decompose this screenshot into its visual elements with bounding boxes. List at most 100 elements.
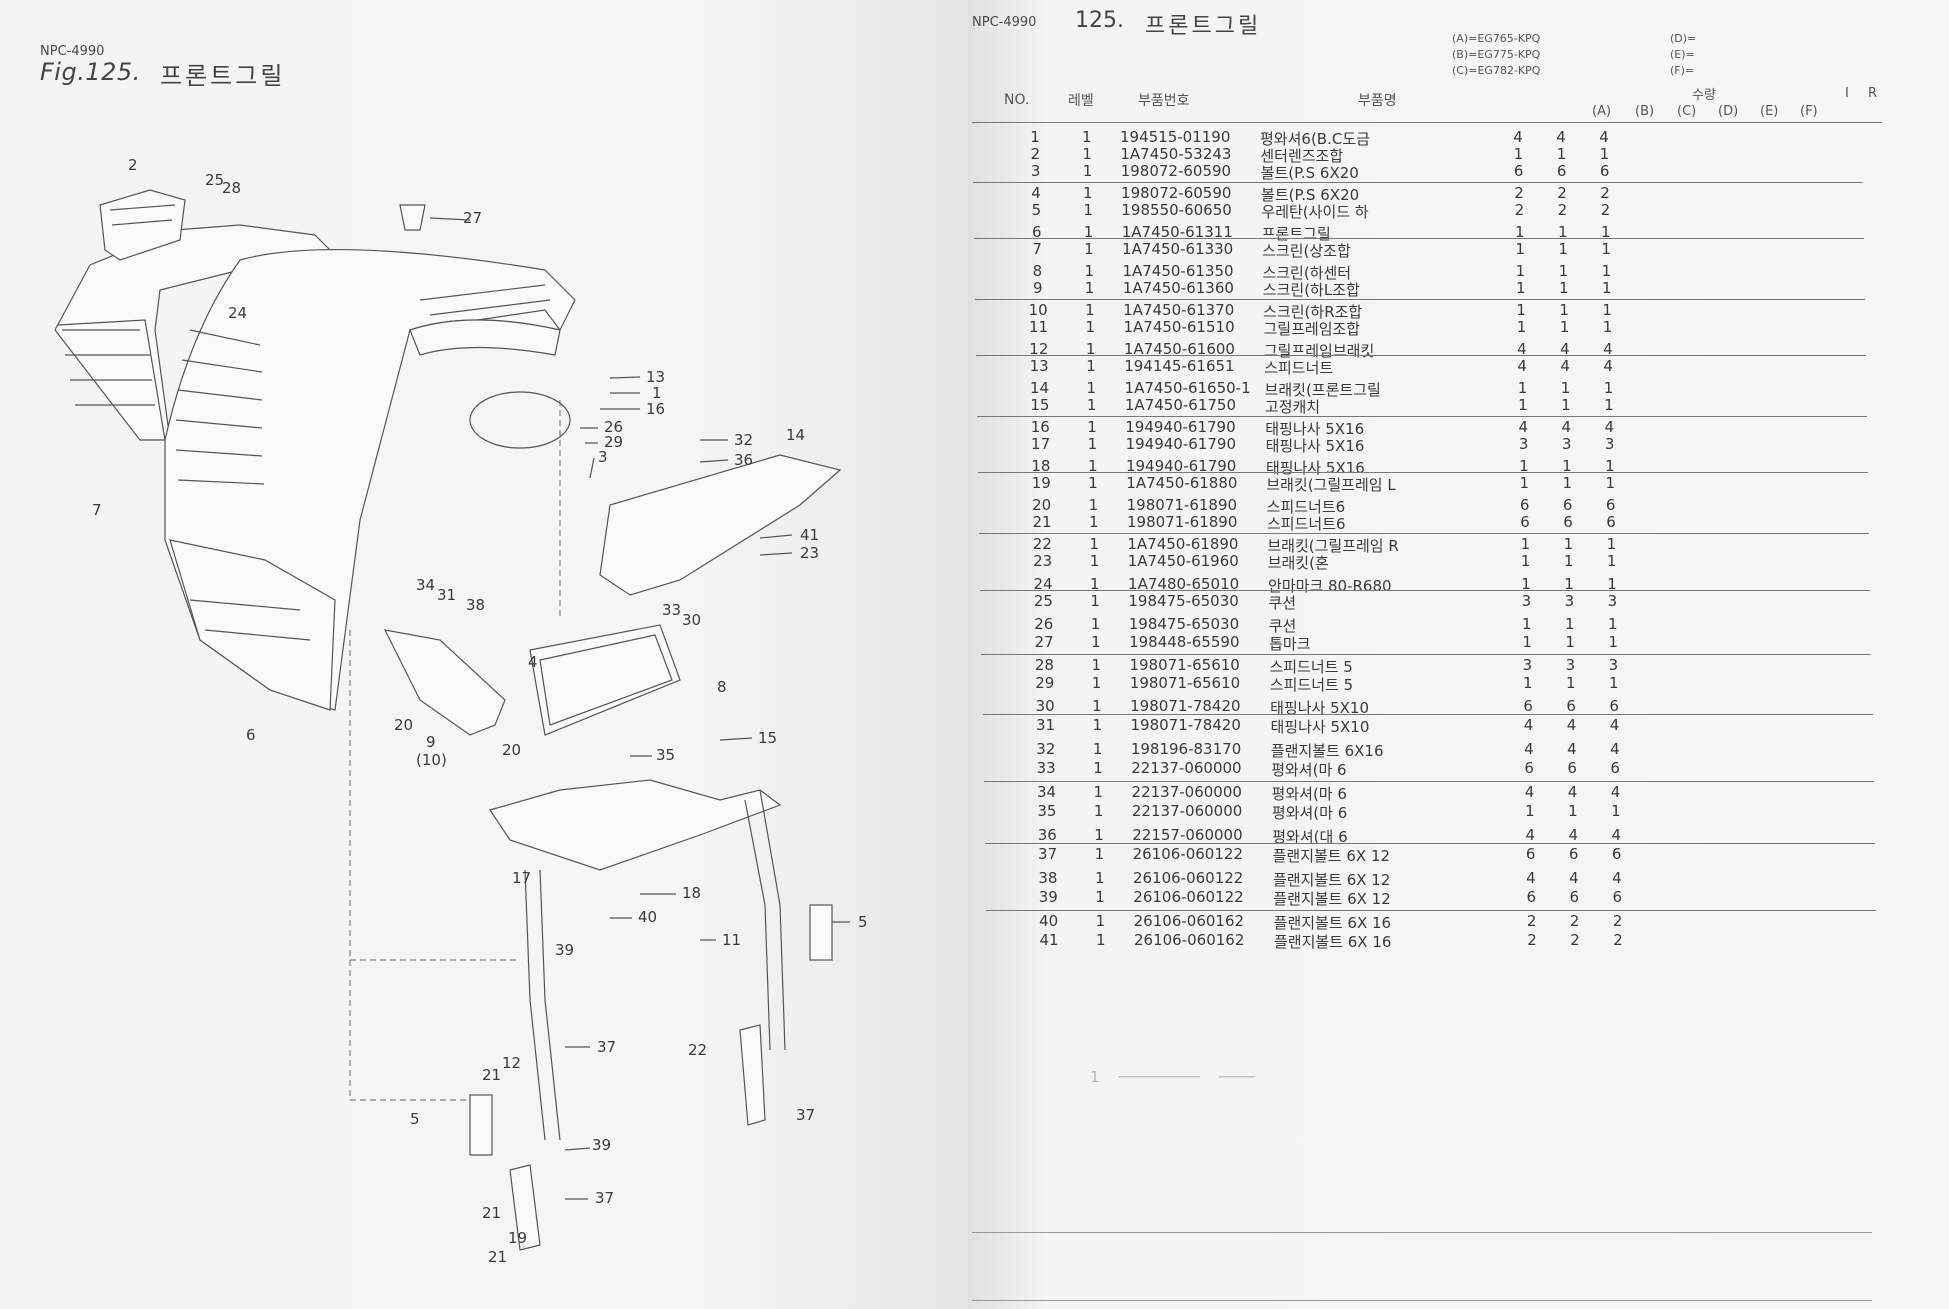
svg-text:2: 2 bbox=[128, 156, 138, 174]
row-level: 1 bbox=[1092, 697, 1102, 715]
row-part-name: 스피드너트 5 bbox=[1269, 658, 1353, 676]
row-no: 20 bbox=[1032, 496, 1052, 514]
row-no: 10 bbox=[1028, 301, 1048, 319]
svg-text:15: 15 bbox=[758, 729, 777, 747]
row-part-name: 태핑나사 5X10 bbox=[1270, 699, 1370, 717]
row-qty-a: 1 bbox=[1521, 615, 1532, 633]
row-qty-c: 2 bbox=[1612, 912, 1623, 930]
row-part-name: 톱마크 bbox=[1269, 635, 1311, 653]
row-part-name: 고정캐치 bbox=[1264, 398, 1321, 416]
row-level: 1 bbox=[1085, 318, 1096, 336]
row-qty-a: 6 bbox=[1520, 513, 1530, 531]
row-qty-b: 1 bbox=[1564, 615, 1575, 633]
svg-text:24: 24 bbox=[228, 304, 247, 322]
row-qty-a: 3 bbox=[1518, 435, 1529, 453]
row-qty-c: 6 bbox=[1610, 759, 1620, 777]
row-qty-c: 3 bbox=[1608, 656, 1619, 674]
row-qty-a: 1 bbox=[1516, 279, 1526, 297]
row-no: 35 bbox=[1037, 802, 1057, 820]
row-qty-a: 6 bbox=[1513, 162, 1524, 180]
row-qty-b: 2 bbox=[1570, 931, 1580, 949]
row-part-number: 1A7450-61600 bbox=[1123, 340, 1235, 358]
row-part-name: 브래킷(혼 bbox=[1267, 554, 1329, 572]
row-no: 32 bbox=[1036, 740, 1056, 758]
svg-text:6: 6 bbox=[246, 726, 256, 744]
svg-text:38: 38 bbox=[466, 596, 485, 614]
row-qty-a: 1 bbox=[1521, 575, 1531, 593]
row-qty-a: 2 bbox=[1514, 201, 1525, 219]
row-no: 21 bbox=[1032, 513, 1052, 531]
row-level: 1 bbox=[1091, 633, 1101, 651]
row-qty-a: 4 bbox=[1524, 740, 1534, 758]
row-qty-a: 1 bbox=[1516, 318, 1527, 336]
row-part-number: 194145-61651 bbox=[1124, 357, 1235, 375]
side-urethane-left bbox=[469, 1094, 493, 1156]
header-part-no: 부품번호 bbox=[1138, 93, 1190, 109]
row-level: 1 bbox=[1084, 262, 1094, 280]
svg-text:30: 30 bbox=[682, 611, 701, 629]
row-qty-b: 1 bbox=[1557, 223, 1568, 241]
row-qty-c: 4 bbox=[1610, 783, 1621, 801]
row-part-number: 1A7450-61330 bbox=[1122, 240, 1234, 258]
header-f: (F) bbox=[1800, 104, 1818, 119]
row-part-number: 1A7450-61311 bbox=[1121, 223, 1233, 241]
row-level: 1 bbox=[1083, 201, 1093, 219]
frame-bracket-left bbox=[509, 1164, 541, 1251]
row-part-number: 26106-060122 bbox=[1132, 845, 1243, 863]
row-no: 41 bbox=[1039, 931, 1059, 949]
header-c: (C) bbox=[1677, 104, 1697, 119]
row-qty-b: 3 bbox=[1564, 592, 1575, 610]
row-part-name: 쿠션 bbox=[1268, 594, 1296, 612]
row-qty-a: 1 bbox=[1513, 145, 1524, 163]
row-qty-a: 4 bbox=[1517, 357, 1527, 375]
row-qty-a: 1 bbox=[1516, 301, 1526, 319]
header-d: (D) bbox=[1718, 104, 1739, 119]
row-qty-c: 4 bbox=[1611, 826, 1622, 844]
row-part-name: 브래킷(그릴프레임 R bbox=[1267, 537, 1399, 555]
row-qty-a: 4 bbox=[1523, 716, 1534, 734]
row-qty-c: 3 bbox=[1607, 592, 1618, 610]
row-part-name: 플랜지볼트 6X 16 bbox=[1274, 933, 1392, 951]
row-qty-b: 6 bbox=[1562, 496, 1573, 514]
row-qty-a: 1 bbox=[1518, 396, 1528, 414]
row-level: 1 bbox=[1087, 457, 1098, 475]
row-level: 1 bbox=[1095, 888, 1105, 906]
svg-text:4: 4 bbox=[528, 653, 538, 671]
group-divider bbox=[977, 416, 1868, 417]
header-b: (B) bbox=[1635, 104, 1655, 119]
variant-e: (E)= bbox=[1670, 48, 1695, 61]
row-qty-c: 2 bbox=[1613, 931, 1623, 949]
svg-text:19: 19 bbox=[508, 1229, 527, 1247]
bleed-through-text: 1 ───────── ──── bbox=[1090, 1068, 1256, 1086]
row-qty-a: 1 bbox=[1517, 379, 1528, 397]
page-title: 프론트그릴 bbox=[1145, 14, 1262, 39]
row-qty-c: 4 bbox=[1610, 740, 1620, 758]
row-part-number: 22157-060000 bbox=[1132, 826, 1243, 844]
row-qty-a: 1 bbox=[1519, 474, 1530, 492]
row-part-number: 194940-61790 bbox=[1125, 457, 1237, 475]
row-part-number: 1A7450-61350 bbox=[1122, 262, 1234, 280]
row-level: 1 bbox=[1094, 826, 1104, 844]
row-qty-c: 2 bbox=[1600, 201, 1611, 219]
header-e: (E) bbox=[1760, 104, 1779, 119]
frame-bracket-right bbox=[739, 1024, 766, 1126]
variant-f: (F)= bbox=[1670, 64, 1695, 77]
row-no: 26 bbox=[1034, 615, 1054, 633]
row-part-number: 1A7450-61370 bbox=[1123, 301, 1235, 319]
group-divider bbox=[980, 590, 1871, 591]
row-part-number: 1A7450-61360 bbox=[1122, 279, 1234, 297]
variant-a: (A)=EG765-KPQ bbox=[1452, 32, 1541, 45]
row-no: 37 bbox=[1038, 845, 1058, 863]
group-divider bbox=[973, 182, 1864, 183]
row-no: 34 bbox=[1037, 783, 1057, 801]
